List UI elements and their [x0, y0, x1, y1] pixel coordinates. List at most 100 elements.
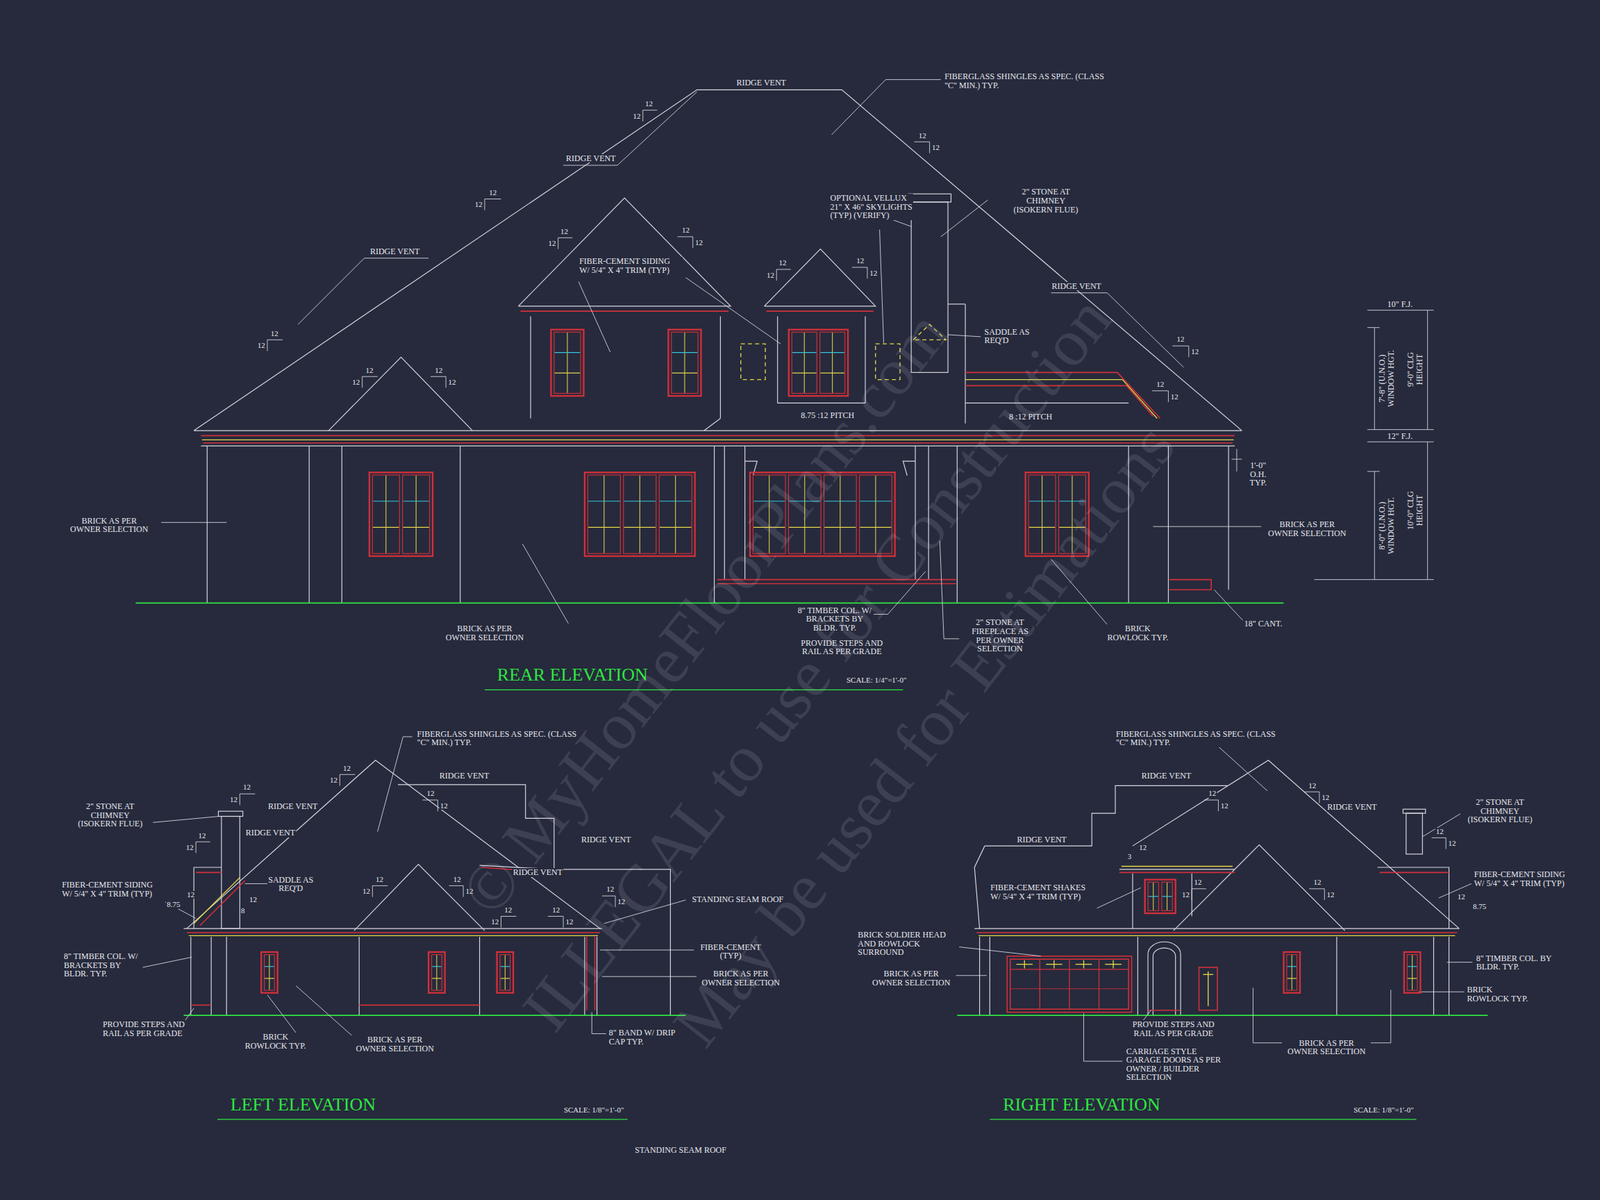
pitch-number: 12: [1207, 789, 1217, 798]
garage-light: [1083, 960, 1085, 969]
window-muntin: [1148, 895, 1159, 897]
dimension-label: 9'-0" CLG HEIGHT: [1406, 339, 1424, 399]
pitch-number: 12: [439, 802, 449, 811]
trim-band: [359, 1004, 480, 1007]
leader-line: [1152, 526, 1262, 528]
window-frame: [550, 329, 584, 397]
pitch-number: 12: [1176, 335, 1186, 344]
dimension-label: 8'-0" (U.N.O.) WINDOW HGT.: [1377, 488, 1396, 563]
leader-line: [1427, 441, 1428, 580]
trim-band: [1006, 956, 1132, 1013]
pitch-number: 12: [242, 783, 252, 792]
window-muntin: [431, 977, 441, 979]
pitch-number: 12: [1220, 802, 1230, 811]
callout-note: 8" TIMBER COL. BY BLDR. TYP.: [1475, 954, 1554, 972]
pitch-symbol: [547, 915, 564, 917]
pitch-symbol: [1304, 791, 1320, 793]
pitch-symbol: [866, 267, 868, 279]
view-title: LEFT ELEVATION: [229, 1095, 377, 1114]
ground-line: [956, 1014, 1488, 1016]
window-sash: [1161, 881, 1173, 911]
pitch-number: 12: [559, 227, 569, 237]
pitch-symbol: [430, 376, 446, 378]
building-outline: [193, 429, 1242, 431]
pitch-number: 12: [351, 378, 361, 387]
leader-line: [143, 79, 1473, 1062]
building-outline: [328, 356, 473, 431]
pitch-number: 12: [1456, 893, 1466, 902]
window-muntin: [1287, 977, 1297, 979]
pitch-number: 8.75: [165, 900, 181, 910]
window-muntin: [1411, 954, 1413, 990]
pitch-symbol: [852, 266, 868, 268]
pitch-number: 12: [342, 764, 352, 773]
pitch-number: 12: [1155, 380, 1165, 389]
window-muntin: [603, 475, 605, 554]
pitch-symbol: [1172, 345, 1189, 347]
callout-note: 18" CANT.: [1243, 619, 1284, 629]
callout-note: FIBERGLASS SHINGLES AS SPEC. (CLASS "C" …: [1115, 729, 1279, 748]
trim-band: [520, 310, 729, 312]
window-frame: [261, 952, 278, 994]
pitch-number: 12: [329, 776, 339, 785]
pitch-number: 12: [855, 256, 865, 266]
window-sash: [1286, 954, 1298, 991]
scale-note: SCALE: 1/8"=1'-0": [1352, 1106, 1415, 1115]
garage-light: [1053, 960, 1055, 969]
window-muntin: [431, 965, 441, 967]
callout-note: RIDGE VENT: [565, 154, 616, 164]
building-outline: [947, 303, 966, 305]
callout-note: 8" TIMBER COL. W/ BRACKETS BY BLDR. TYP.: [63, 952, 141, 979]
leader-line: [1427, 310, 1428, 430]
window-muntin: [372, 527, 399, 528]
pitch-symbol: [339, 774, 355, 775]
pitch-symbol: [1309, 888, 1325, 889]
window-muntin: [639, 475, 641, 554]
window-muntin: [372, 500, 399, 502]
window-muntin: [1162, 895, 1173, 897]
window-muntin: [588, 500, 621, 502]
leader-line: [161, 522, 227, 523]
callout-note: FIBER-CEMENT SIDING W/ 5/4" X 4" TRIM (T…: [578, 256, 683, 275]
dimension-label: 7'-8" (U.N.O.) WINDOW HGT.: [1377, 341, 1396, 416]
building-outline: [1191, 873, 1193, 917]
window-muntin: [500, 977, 510, 979]
title-underline: [989, 1118, 1416, 1120]
leader-line: [1097, 887, 1141, 908]
trim-band: [193, 877, 240, 924]
building-outline: [1377, 867, 1450, 929]
building-outline: [211, 936, 212, 1016]
building-outline: [974, 845, 985, 929]
pitch-number: 12: [186, 890, 196, 900]
building-outline: [226, 936, 228, 1016]
window-muntin: [1407, 965, 1417, 967]
callout-note: RIDGE VENT: [245, 828, 296, 838]
pitch-number: 12: [765, 271, 775, 280]
pitch-symbol: [339, 774, 341, 786]
window-muntin: [672, 352, 698, 353]
pitch-number: 12: [474, 200, 484, 210]
callout-note: RIDGE VENT: [735, 78, 787, 88]
window-sash: [554, 331, 581, 394]
pitch-number: 12: [1320, 793, 1330, 803]
building-outline: [974, 928, 1460, 930]
building-outline: [989, 936, 991, 1016]
leader-line: [1367, 429, 1435, 430]
building-outline: [529, 316, 531, 419]
building-outline: [1152, 947, 1175, 1016]
leader-line: [1374, 327, 1375, 430]
building-outline: [221, 816, 240, 930]
pitch-symbol: [558, 237, 573, 239]
leader-line: [1236, 449, 1237, 472]
pitch-number: 12: [1170, 393, 1180, 402]
pitch-symbol: [239, 793, 255, 795]
window-muntin: [624, 527, 657, 528]
window-sash: [623, 475, 657, 554]
pitch-number: 12: [1326, 890, 1336, 900]
building-outline: [908, 193, 952, 203]
pitch-number: 12: [375, 875, 385, 885]
callout-note: RIDGE VENT: [1016, 835, 1068, 845]
callout-note: BRICK AS PER OWNER SELECTION: [64, 516, 154, 535]
